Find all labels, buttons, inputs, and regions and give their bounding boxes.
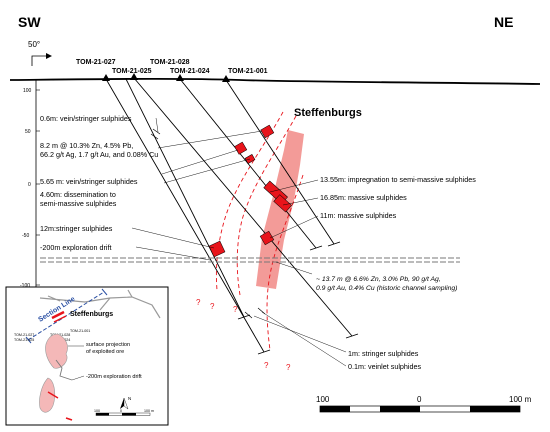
- label-tom-21-001: TOM-21-001: [228, 68, 268, 75]
- compass-sw: SW: [18, 14, 41, 30]
- inset-ore-label-line1: surface projection: [86, 342, 130, 348]
- annotation-8-2m-line2: 66.2 g/t Ag, 1.7 g/t Au, and 0.08% Cu: [40, 150, 158, 159]
- annotation-0-6m: 0.6m: vein/stringer sulphides: [40, 114, 132, 123]
- azimuth-label: 50°: [28, 40, 40, 49]
- north-label: N: [128, 396, 131, 401]
- ore-zone: [256, 130, 304, 289]
- collar-tom-21-028: [130, 73, 138, 80]
- depth-tick-minus-50: -50: [22, 233, 29, 239]
- drillhole-tom-21-028: [133, 77, 353, 337]
- question-mark-3: ?: [233, 305, 238, 314]
- intercept-11m: [259, 230, 275, 246]
- drillhole-end-caps: [237, 241, 359, 355]
- annotation-12m: 12m:stringer sulphides: [40, 224, 113, 233]
- annotation-0-1m: 0.1m: veinlet sulphides: [348, 362, 422, 371]
- channel-note-line1: ~ 13.7 m @ 6.6% Zn, 3.0% Pb, 90 g/t Ag,: [316, 276, 441, 283]
- inset-scale-0: 0: [120, 409, 122, 413]
- depth-tick-50: 50: [25, 129, 31, 135]
- inset-hole-027: TOM-21-027: [14, 333, 34, 337]
- depth-tick-100: 100: [23, 88, 32, 94]
- question-mark-5: ?: [286, 363, 291, 372]
- annotation-11m: 11m: massive sulphides: [320, 211, 397, 220]
- deposit-label: Steffenburgs: [294, 107, 362, 119]
- exploration-drift: [40, 257, 460, 263]
- annotation-1m: 1m: stringer sulphides: [348, 349, 419, 358]
- intercept-16-85m: [273, 194, 292, 213]
- leader-lines: [131, 117, 347, 367]
- collar-tom-21-001: [222, 75, 230, 82]
- ground-surface: [9, 77, 541, 85]
- label-tom-21-024: TOM-21-024: [170, 68, 210, 75]
- question-mark-2: ?: [210, 302, 215, 311]
- north-arrow-icon: [120, 398, 124, 409]
- scale-bar: 100 0 100 m: [316, 395, 532, 413]
- collar-markers: [102, 73, 230, 82]
- inset-hole-001: TOM-21-001: [70, 329, 90, 333]
- annotation-13-55m: 13.55m: impregnation to semi-massive sul…: [320, 175, 476, 184]
- inset-ore-projection-south: [39, 377, 56, 413]
- scale-label-100-left: 100: [316, 395, 330, 404]
- drillhole-tom-21-001: [225, 79, 335, 245]
- annotation-8-2m-line1: 8.2 m @ 10.3% Zn, 4.5% Pb,: [40, 141, 133, 150]
- inset-map: Section Line Steffenburgs TOM-21-027 TOM…: [5, 286, 169, 426]
- ore-contact-lines: [215, 111, 304, 351]
- annotation-5-65m: 5.65 m: vein/stringer sulphides: [40, 177, 138, 186]
- compass-ne: NE: [494, 14, 513, 30]
- inset-frame: [5, 286, 169, 426]
- inset-roads: [39, 289, 161, 319]
- drillhole-tom-21-027: [105, 78, 265, 353]
- depth-tick-0: 0: [28, 182, 31, 188]
- inset-drift-label: -200m exploration drift: [86, 374, 142, 380]
- annotation-4-60m-line2: semi-massive sulphides: [40, 199, 117, 208]
- channel-note-line2: 0.9 g/t Au, 0.4% Cu (historic channel sa…: [316, 285, 457, 292]
- annotation-4-60m-line1: 4.60m: dissemination to: [40, 190, 116, 199]
- azimuth-arrow-icon: [31, 55, 46, 66]
- depth-tick-minus-100: -100: [20, 283, 30, 289]
- intercept-12m: [208, 240, 226, 258]
- intercept-top: [260, 124, 275, 139]
- inset-drift-line: [55, 359, 73, 381]
- inset-hole-025: TOM-21-025: [14, 338, 34, 342]
- label-tom-21-025: TOM-21-025: [112, 68, 152, 75]
- label-tom-21-028: TOM-21-028: [150, 59, 190, 66]
- inset-scale-bar: 100 0 100 m: [94, 409, 154, 416]
- annotation-drift: -200m exploration drift: [40, 243, 112, 252]
- ore-intercepts: [208, 124, 292, 258]
- scale-label-0: 0: [417, 395, 422, 404]
- label-tom-21-027: TOM-21-027: [76, 59, 116, 66]
- depth-ticks: 100 50 0 -50 -100: [20, 88, 40, 289]
- question-mark-4: ?: [264, 361, 269, 370]
- inset-scale-100m: 100 m: [144, 409, 154, 413]
- inset-deposit-label: Steffenburgs: [70, 311, 113, 318]
- scale-label-100m: 100 m: [509, 395, 532, 404]
- inset-ore-projection: [45, 333, 68, 369]
- drillhole-tom-21-025: [125, 78, 245, 318]
- inset-scale-100-left: 100: [94, 409, 100, 413]
- question-mark-1: ?: [196, 298, 201, 307]
- inset-ore-label-line2: of exploited ore: [86, 349, 124, 355]
- collar-tom-21-027: [102, 74, 110, 81]
- collar-tom-21-024: [176, 74, 184, 81]
- annotation-16-85m: 16.85m: massive sulphides: [320, 193, 407, 202]
